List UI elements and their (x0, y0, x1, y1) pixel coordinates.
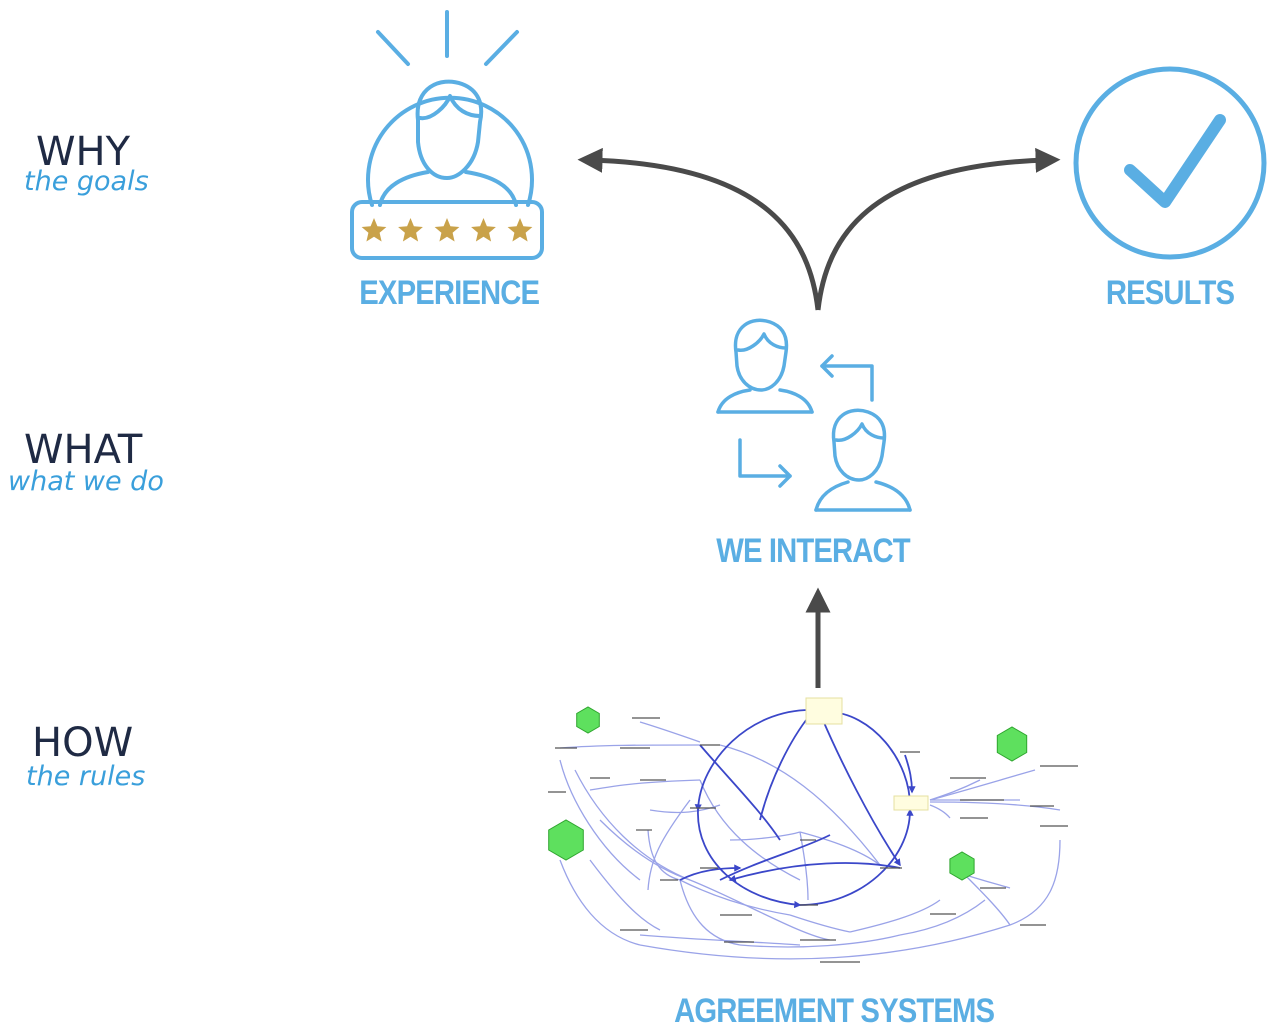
what-subtitle: what we do (8, 466, 164, 497)
goal-arrows (577, 147, 1061, 311)
network-hex-node (576, 706, 600, 734)
network-hex-node (949, 851, 975, 881)
network-hex-node (996, 726, 1028, 762)
arrow-to-experience (577, 147, 821, 311)
network-box-node (893, 795, 929, 811)
star-icon (398, 218, 423, 242)
why-subtitle: the goals (24, 166, 149, 197)
checkmark-circle-icon (1073, 66, 1267, 260)
experience-label: EXPERIENCE (359, 274, 540, 312)
causal-loop-diagram-icon (548, 697, 1078, 963)
star-icon (507, 218, 533, 242)
arrow-to-results (815, 147, 1061, 311)
rating-stars (361, 218, 533, 242)
network-box-node (805, 697, 843, 725)
agreement-label: AGREEMENT SYSTEMS (674, 992, 995, 1030)
network-hex-node (548, 819, 584, 861)
star-icon (434, 218, 460, 242)
star-icon (471, 218, 496, 242)
why-heading: WHY (36, 129, 131, 175)
how-heading: HOW (32, 720, 134, 766)
person-rating-icon (350, 10, 544, 260)
what-heading: WHAT (24, 427, 143, 473)
results-label: RESULTS (1105, 274, 1235, 312)
how-subtitle: the rules (26, 761, 146, 792)
people-exchange-icon (716, 318, 912, 512)
star-icon (361, 218, 387, 242)
interact-label: WE INTERACT (716, 532, 910, 570)
